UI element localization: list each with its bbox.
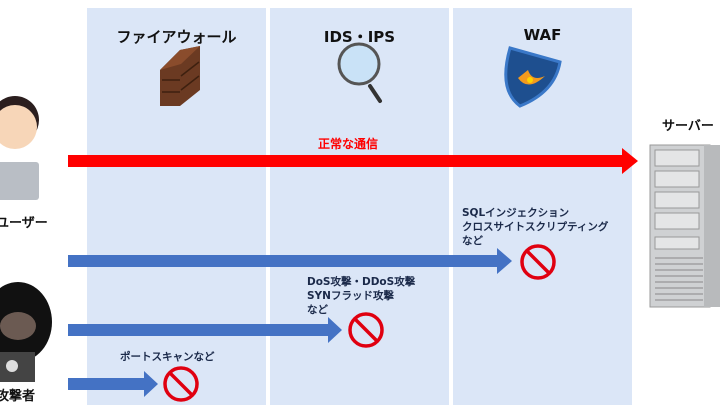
waf-title: WAF xyxy=(523,26,562,44)
ids-block-line: など xyxy=(307,304,328,316)
firewall-title: ファイアウォール xyxy=(116,28,237,46)
normal-traffic-label: 正常な通信 xyxy=(318,137,379,151)
ids-block-line: SYNフラッド攻撃 xyxy=(307,290,394,302)
waf-block-label: SQLインジェクション クロスサイトスクリプティング など xyxy=(462,206,608,248)
waf-block-line: クロスサイトスクリプティング xyxy=(462,221,609,233)
server-icon xyxy=(649,144,720,308)
normal-traffic-arrow xyxy=(68,148,638,174)
server-label: サーバー xyxy=(662,119,714,134)
ids-block-icon xyxy=(348,312,384,348)
fw-attack-arrow xyxy=(68,371,158,397)
brick-wall-icon xyxy=(160,46,200,106)
ids-attack-arrow xyxy=(68,317,342,343)
user-avatar xyxy=(0,96,39,200)
magnifier-icon xyxy=(337,42,382,103)
waf-column: WAF xyxy=(453,8,632,405)
attacker-avatar xyxy=(0,282,52,382)
waf-block-icon xyxy=(520,244,556,280)
ids-ips-title: IDS・IPS xyxy=(323,28,396,46)
attacker-label: 攻撃者 xyxy=(0,389,36,404)
shield-icon xyxy=(504,46,562,108)
waf-attack-arrow xyxy=(68,248,512,274)
fw-block-label: ポートスキャンなど xyxy=(120,351,215,363)
user-label: ユーザー xyxy=(0,216,48,231)
ids-block-line: DoS攻撃・DDoS攻撃 xyxy=(307,276,416,288)
fw-block-icon xyxy=(163,366,199,402)
waf-block-line: など xyxy=(462,235,483,247)
waf-block-line: SQLインジェクション xyxy=(462,207,570,219)
ids-block-label: DoS攻撃・DDoS攻撃 SYNフラッド攻撃 など xyxy=(307,275,415,317)
